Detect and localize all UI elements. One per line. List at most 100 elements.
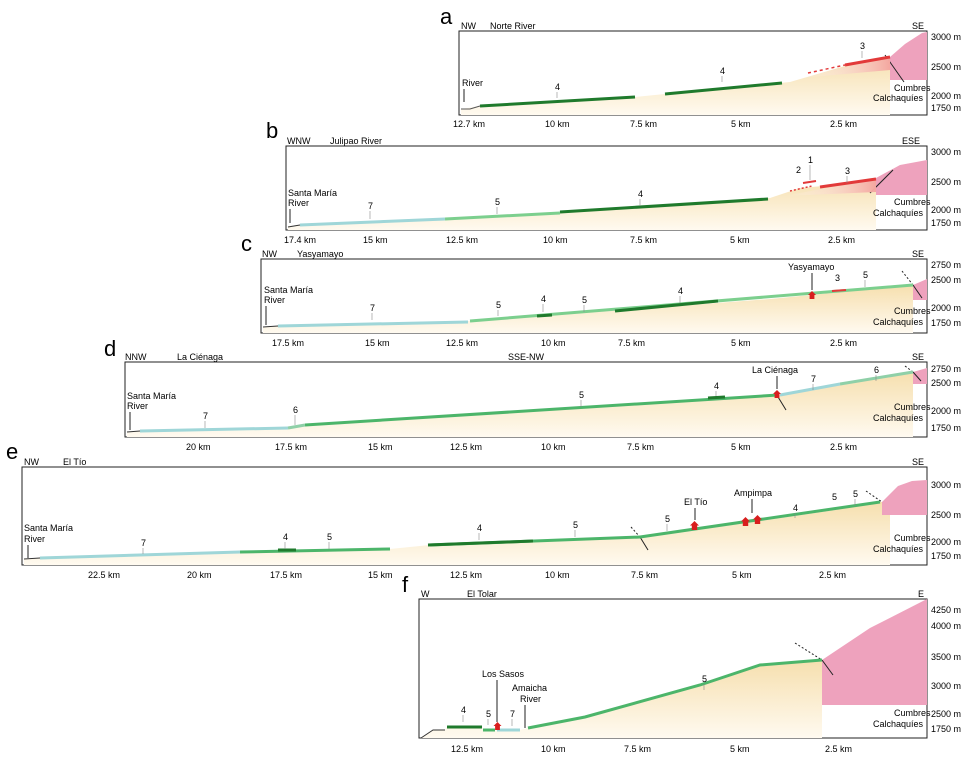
right-direction: E [918, 589, 924, 599]
channel-profile [23, 557, 41, 560]
distance-label: 10 km [545, 119, 570, 129]
range-label: Calchaquíes [873, 208, 924, 218]
alluvial-fan-fill [288, 178, 876, 230]
distance-label: 10 km [541, 744, 566, 754]
locality-label: Los Sasos [482, 669, 525, 679]
panel-e: e NW SE El Tío 7 4 5 4 5 5 4 5 5 El Tío [6, 439, 961, 580]
unit-3-surface [844, 55, 891, 67]
unit-label: 7 [141, 538, 146, 548]
unit-4-surface [614, 299, 719, 313]
unit-5-surface [527, 658, 823, 730]
unit-7-surface [299, 217, 446, 227]
unit-label: 4 [714, 381, 719, 391]
channel-profile [126, 430, 141, 433]
unit-7-surface [39, 550, 241, 560]
distance-label: 22.5 km [88, 570, 120, 580]
panel-f: f W E El Tolar 4 5 7 5 Los Sasos Amaicha… [402, 572, 961, 754]
elevation-label: 2500 m [931, 275, 961, 285]
river-label: Santa María [288, 188, 337, 198]
panel-c: c NW SE Yasyamayo 7 5 4 5 4 3 5 Yasyamay… [241, 231, 961, 348]
distance-label: 10 km [543, 235, 568, 245]
fault-line [912, 371, 922, 382]
right-direction: SE [912, 457, 924, 467]
fault-line [821, 659, 834, 676]
distance-label: 15 km [368, 570, 393, 580]
unit-label: 2 [796, 165, 801, 175]
channel-profile [420, 729, 445, 739]
river-title: Julipao River [330, 136, 382, 146]
unit-3-surface [819, 177, 877, 189]
unit-3-surface [831, 289, 847, 292]
unit-label: 6 [293, 405, 298, 415]
elevation-label: 1750 m [931, 103, 961, 113]
channel-profile [262, 325, 279, 328]
panel-letter: c [241, 231, 252, 256]
unit-label: 5 [853, 489, 858, 499]
unit-4-surface [536, 313, 553, 318]
unit-4-surface [479, 95, 636, 108]
river-title: Yasyamayo [297, 249, 343, 259]
unit-7-surface [277, 320, 469, 328]
unit-label: 5 [665, 514, 670, 524]
unit-label: 4 [638, 189, 643, 199]
panel-letter: e [6, 439, 18, 464]
unit-label: 7 [203, 411, 208, 421]
river-label: River [462, 78, 483, 88]
elevation-label: 2500 m [931, 177, 961, 187]
distance-label: 5 km [730, 235, 750, 245]
distance-label: 2.5 km [825, 744, 852, 754]
range-label: Cumbres [894, 306, 931, 316]
fault-dashed [630, 526, 641, 538]
distance-label: 15 km [368, 442, 393, 452]
panel-letter: a [440, 4, 453, 29]
unit-label: 3 [835, 273, 840, 283]
distance-label: 5 km [732, 570, 752, 580]
distance-label: 10 km [541, 338, 566, 348]
unit-label: 4 [283, 532, 288, 542]
unit-label: 5 [863, 270, 868, 280]
river-label: River [24, 534, 45, 544]
elevation-label: 3500 m [931, 652, 961, 662]
unit-label: 4 [720, 66, 725, 76]
unit-label: 4 [793, 503, 798, 513]
elevation-label: 3000 m [931, 32, 961, 42]
elevation-label: 2000 m [931, 303, 961, 313]
distance-label: 12.5 km [446, 338, 478, 348]
elevation-label: 2000 m [931, 91, 961, 101]
elevation-label: 2750 m [931, 364, 961, 374]
elevation-label: 4000 m [931, 621, 961, 631]
fault-dashed [794, 642, 823, 661]
alluvial-fan-fill [461, 57, 890, 115]
right-direction: ESE [902, 136, 920, 146]
river-label: River [520, 694, 541, 704]
basement-block [890, 32, 927, 80]
unit-label: 4 [678, 286, 683, 296]
unit-label: 4 [555, 82, 560, 92]
distance-label: 17.5 km [270, 570, 302, 580]
distance-label: 12.7 km [453, 119, 485, 129]
river-title: La Ciénaga [177, 352, 223, 362]
fault-line [912, 284, 923, 299]
river-label: Santa María [264, 285, 313, 295]
distance-label: 17.5 km [272, 338, 304, 348]
distance-label: 17.4 km [284, 235, 316, 245]
locality-label: Yasyamayo [788, 262, 834, 272]
unit-label: 3 [845, 166, 850, 176]
unit-4-surface [707, 395, 726, 400]
distance-label: 5 km [731, 338, 751, 348]
elevation-label: 2500 m [931, 378, 961, 388]
elevation-label: 2500 m [931, 709, 961, 719]
unit-label: 7 [368, 201, 373, 211]
unit-label: 5 [832, 492, 837, 502]
alluvial-fan-fill [263, 285, 913, 333]
distance-label: 7.5 km [630, 235, 657, 245]
distance-label: 2.5 km [830, 338, 857, 348]
distance-label: 7.5 km [630, 119, 657, 129]
left-direction: W [421, 589, 430, 599]
unit-5-surface [304, 393, 779, 427]
distance-label: 20 km [186, 442, 211, 452]
locality-label: El Tío [684, 497, 707, 507]
river-label: Amaicha [512, 683, 547, 693]
distance-label: 5 km [731, 119, 751, 129]
unit-label: 1 [808, 155, 813, 165]
